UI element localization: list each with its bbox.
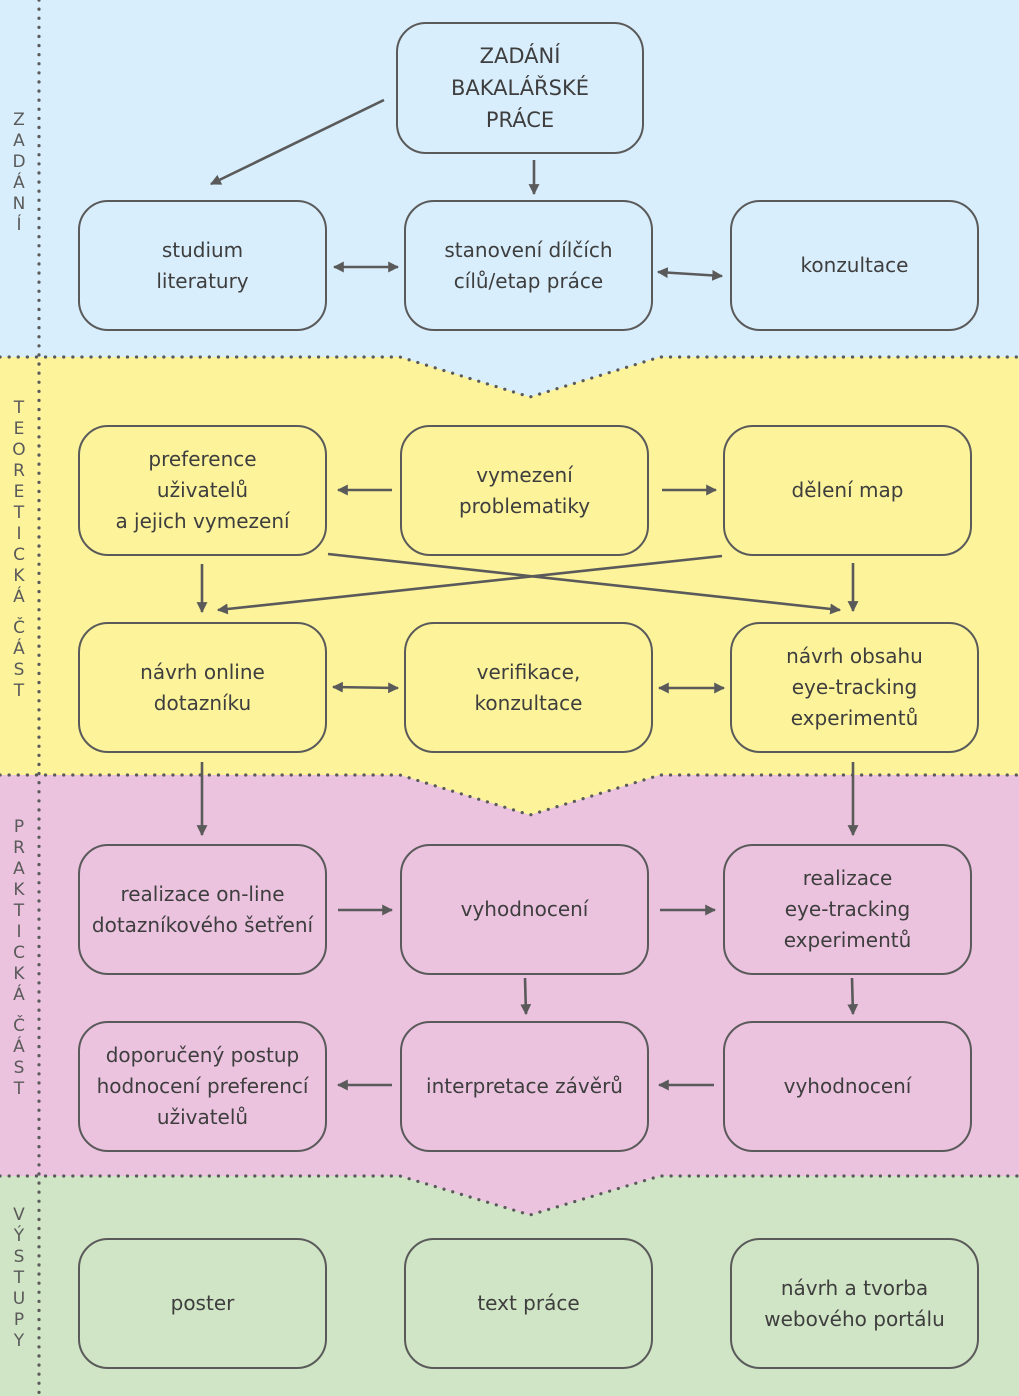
section-label-letter: Z [13, 110, 25, 130]
section-label-letter: P [13, 1310, 25, 1330]
section-label-letter: O [12, 440, 26, 460]
section-label-letter: C [13, 943, 25, 963]
section-label-letter: Á [13, 173, 25, 193]
section-label-letter: N [12, 194, 26, 214]
section-label-letter [16, 608, 21, 618]
section-label-letter: Á [13, 985, 25, 1005]
section-label-letter: S [13, 660, 25, 680]
divider-zadani-teoreticka [0, 355, 1019, 399]
node-webovy-portal: návrh a tvorba webového portálu [730, 1238, 979, 1369]
node-vyhodnoceni-dotazniku: vyhodnocení [400, 844, 649, 975]
section-label-letter: Č [13, 1016, 25, 1036]
section-label-letter: Á [13, 639, 25, 659]
section-label-letter: E [13, 482, 25, 502]
node-text-prace: text práce [404, 1238, 653, 1369]
section-label-letter: S [13, 1058, 25, 1078]
section-label-letter: K [13, 964, 25, 984]
divider-teoreticka-prakticka [0, 773, 1019, 817]
divider-prakticka-vystupy [0, 1174, 1019, 1217]
section-label-letter: I [16, 922, 22, 942]
node-doporuceny-postup: doporučený postup hodnocení preferencí u… [78, 1021, 327, 1152]
section-label-letter: R [13, 461, 25, 481]
node-navrh-obsahu-eye-tracking: návrh obsahu eye-tracking experimentů [730, 622, 979, 753]
section-label-letter: Ý [13, 1226, 25, 1246]
section-label-letter: T [13, 901, 25, 921]
node-navrh-online-dotazniku: návrh online dotazníku [78, 622, 327, 753]
node-realizace-eye-tracking: realizace eye-tracking experimentů [723, 844, 972, 975]
section-label-letter: T [13, 1079, 25, 1099]
node-poster: poster [78, 1238, 327, 1369]
node-interpretace-zaveru: interpretace závěrů [400, 1021, 649, 1152]
section-label-letter [16, 1006, 21, 1016]
section-label-letter: U [12, 1289, 26, 1309]
node-verifikace-konzultace: verifikace, konzultace [404, 622, 653, 753]
section-label-letter: S [13, 1247, 25, 1267]
node-zadani-bakalarske-prace: ZADÁNÍ BAKALÁŘSKÉ PRÁCE [396, 22, 644, 154]
section-label-letter: I [16, 524, 22, 544]
section-label-letter: A [13, 131, 25, 151]
section-label-letter: R [13, 838, 25, 858]
section-label-letter: K [13, 880, 25, 900]
section-label-letter: Č [13, 618, 25, 638]
section-label-letter: Y [13, 1331, 25, 1351]
section-label-letter: T [13, 398, 25, 418]
section-label-letter: T [13, 503, 25, 523]
section-label-letter: T [13, 1268, 25, 1288]
node-vyhodnoceni-eye-tracking: vyhodnocení [723, 1021, 972, 1152]
node-stanoveni-cilu: stanovení dílčích cílů/etap práce [404, 200, 653, 331]
node-realizace-dotaznikoveho-setreni: realizace on-line dotazníkového šetření [78, 844, 327, 975]
section-label-letter: C [13, 545, 25, 565]
section-label-letter: Á [13, 587, 25, 607]
section-label-letter: A [13, 859, 25, 879]
node-preference-uzivatelu: preference uživatelů a jejich vymezení [78, 425, 327, 556]
section-label-letter: Á [13, 1037, 25, 1057]
section-label-letter: T [13, 681, 25, 701]
section-label-letter: V [13, 1205, 25, 1225]
node-vymezeni-problematiky: vymezení problematiky [400, 425, 649, 556]
node-deleni-map: dělení map [723, 425, 972, 556]
section-label-letter: Í [16, 215, 22, 235]
node-studium-literatury: studium literatury [78, 200, 327, 331]
section-label-letter: K [13, 566, 25, 586]
section-label-letter: E [13, 419, 25, 439]
node-konzultace: konzultace [730, 200, 979, 331]
section-label-letter: D [12, 152, 26, 172]
section-label-letter: P [13, 817, 25, 837]
